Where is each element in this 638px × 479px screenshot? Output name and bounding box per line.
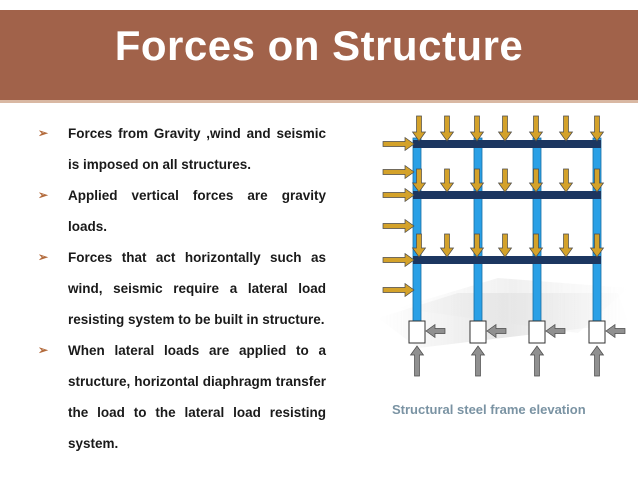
- load-arrows: [382, 115, 626, 377]
- figure-caption: Structural steel frame elevation: [392, 402, 586, 417]
- frame-shadow: [378, 278, 628, 348]
- gravity-load-arrow: [497, 168, 513, 193]
- gravity-load-arrow: [589, 233, 605, 258]
- gravity-load-arrow: [469, 168, 485, 193]
- support-block: [528, 320, 546, 344]
- steel-column: [473, 137, 483, 322]
- bullet-item: ➢ When lateral loads are applied to a st…: [38, 335, 326, 459]
- bullet-arrow-icon: ➢: [38, 343, 49, 357]
- gravity-load-arrow: [528, 233, 544, 258]
- gravity-load-arrow: [589, 115, 605, 142]
- lateral-load-arrow: [382, 187, 415, 203]
- bullet-text: When lateral loads are applied to a stru…: [68, 343, 326, 451]
- gravity-load-arrow: [558, 115, 574, 142]
- bullet-item: ➢ Forces from Gravity ,wind and seismic …: [38, 118, 326, 180]
- bullet-item: ➢ Applied vertical forces are gravity lo…: [38, 180, 326, 242]
- lateral-load-arrow: [382, 252, 415, 268]
- support-reaction-arrow: [529, 345, 545, 377]
- support-reaction-arrow: [589, 345, 605, 377]
- steel-column: [532, 137, 542, 322]
- lateral-reaction-arrow: [486, 323, 507, 339]
- gravity-load-arrow: [528, 168, 544, 193]
- bullet-text: Forces that act horizontally such as win…: [68, 250, 326, 327]
- support-blocks: [408, 320, 606, 344]
- gravity-load-arrow: [558, 233, 574, 258]
- bullet-arrow-icon: ➢: [38, 126, 49, 140]
- lateral-reaction-arrow: [545, 323, 566, 339]
- lateral-load-arrow: [382, 218, 415, 234]
- bullet-item: ➢ Forces that act horizontally such as w…: [38, 242, 326, 335]
- steel-column: [592, 137, 602, 322]
- gravity-load-arrow: [558, 168, 574, 193]
- lateral-reaction-arrow: [605, 323, 626, 339]
- gravity-load-arrow: [439, 115, 455, 142]
- lateral-load-arrow: [382, 282, 415, 298]
- lateral-reaction-arrow: [425, 323, 446, 339]
- gravity-load-arrow: [469, 233, 485, 258]
- steel-beam: [413, 191, 601, 199]
- bullet-arrow-icon: ➢: [38, 188, 49, 202]
- gravity-load-arrow: [411, 168, 427, 193]
- lateral-load-arrow: [382, 164, 415, 180]
- gravity-load-arrow: [589, 168, 605, 193]
- gravity-load-arrow: [497, 115, 513, 142]
- bullet-arrow-icon: ➢: [38, 250, 49, 264]
- gravity-load-arrow: [411, 233, 427, 258]
- lateral-load-arrow: [382, 136, 415, 152]
- support-reaction-arrow: [409, 345, 425, 377]
- support-block: [469, 320, 487, 344]
- support-reaction-arrow: [470, 345, 486, 377]
- steel-beam: [413, 256, 601, 264]
- gravity-load-arrow: [528, 115, 544, 142]
- gravity-load-arrow: [469, 115, 485, 142]
- support-block: [408, 320, 426, 344]
- steel-frame-diagram: [378, 115, 628, 377]
- support-block: [588, 320, 606, 344]
- gravity-load-arrow: [439, 233, 455, 258]
- gravity-load-arrow: [411, 115, 427, 142]
- title-banner: [0, 10, 638, 103]
- slide-title: Forces on Structure: [114, 22, 524, 69]
- bullet-text: Forces from Gravity ,wind and seismic is…: [68, 126, 326, 172]
- bullet-list: ➢ Forces from Gravity ,wind and seismic …: [38, 118, 326, 459]
- gravity-load-arrow: [497, 233, 513, 258]
- gravity-load-arrow: [439, 168, 455, 193]
- bullet-text: Applied vertical forces are gravity load…: [68, 188, 326, 234]
- steel-column: [412, 137, 422, 322]
- steel-beam: [413, 140, 601, 148]
